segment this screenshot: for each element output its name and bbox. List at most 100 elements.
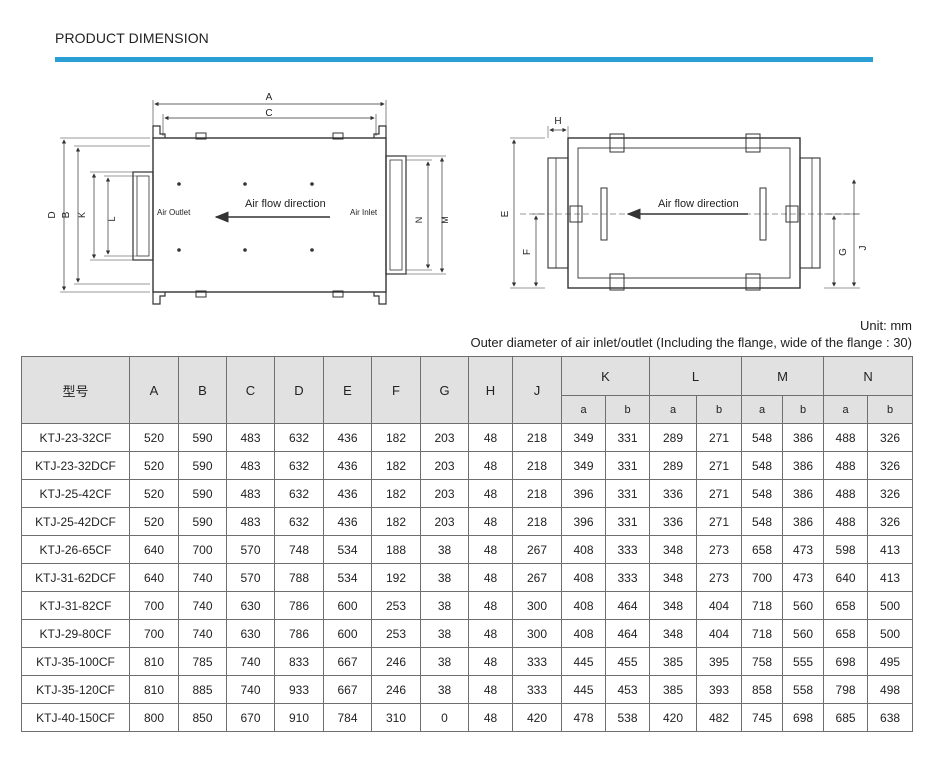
col-header-h: H	[468, 356, 513, 424]
table-cell: 408	[561, 619, 606, 648]
table-cell: 273	[696, 563, 743, 592]
table-cell: 271	[696, 507, 743, 536]
col-header-f: F	[371, 356, 421, 424]
table-cell: 473	[782, 563, 825, 592]
left-drawing	[60, 100, 446, 305]
table-cell: 558	[782, 675, 825, 704]
col-header-n: N	[823, 356, 914, 396]
table-cell: 436	[323, 451, 372, 480]
model-cell: KTJ-26-65CF	[21, 535, 130, 564]
table-cell: 632	[274, 423, 324, 452]
model-cell: KTJ-25-42DCF	[21, 507, 130, 536]
table-cell: 348	[649, 563, 698, 592]
table-cell: 246	[371, 647, 421, 676]
table-cell: 420	[512, 703, 562, 732]
dim-b-label: B	[61, 211, 72, 218]
table-cell: 548	[741, 507, 784, 536]
subheader-k-a: a	[561, 395, 606, 424]
model-cell: KTJ-23-32CF	[21, 423, 130, 452]
table-cell: 267	[512, 535, 562, 564]
table-cell: 700	[129, 619, 179, 648]
table-cell: 203	[420, 423, 469, 452]
table-cell: 48	[468, 479, 513, 508]
table-cell: 48	[468, 675, 513, 704]
dim-n-label: N	[414, 217, 424, 224]
table-cell: 833	[274, 647, 324, 676]
col-header-k: K	[560, 356, 651, 396]
dimension-drawings: A C D B K L N M Air Outlet Air Inlet Air…	[47, 92, 869, 305]
col-header-g: G	[420, 356, 469, 424]
table-cell: 632	[274, 507, 324, 536]
table-cell: 203	[420, 507, 469, 536]
flow-direction-label-left: Air flow direction	[245, 198, 326, 210]
table-cell: 310	[371, 703, 421, 732]
col-header-model: 型号	[21, 356, 130, 424]
model-cell: KTJ-40-150CF	[21, 703, 130, 732]
table-cell: 590	[178, 423, 227, 452]
table-cell: 698	[782, 703, 825, 732]
table-cell: 348	[649, 619, 698, 648]
subheader-k-b: b	[604, 395, 651, 424]
table-cell: 271	[696, 451, 743, 480]
table-cell: 600	[323, 591, 372, 620]
table-cell: 548	[741, 423, 784, 452]
table-cell: 445	[561, 647, 606, 676]
outer-diameter-note: Outer diameter of air inlet/outlet (Incl…	[470, 335, 912, 350]
table-cell: 488	[823, 423, 869, 452]
table-cell: 48	[468, 535, 513, 564]
table-cell: 336	[649, 479, 698, 508]
table-cell: 786	[274, 619, 324, 648]
table-cell: 640	[129, 563, 179, 592]
air-outlet-label: Air Outlet	[157, 208, 191, 217]
table-cell: 48	[468, 703, 513, 732]
table-cell: 788	[274, 563, 324, 592]
table-cell: 182	[371, 451, 421, 480]
flow-direction-label-right: Air flow direction	[658, 198, 739, 210]
table-cell: 404	[696, 619, 743, 648]
table-cell: 331	[604, 479, 651, 508]
table-cell: 590	[178, 507, 227, 536]
table-cell: 534	[323, 535, 372, 564]
table-cell: 745	[741, 703, 784, 732]
table-cell: 638	[867, 703, 914, 732]
table-cell: 473	[782, 535, 825, 564]
table-cell: 48	[468, 451, 513, 480]
table-cell: 48	[468, 647, 513, 676]
table-cell: 300	[512, 619, 562, 648]
table-cell: 218	[512, 479, 562, 508]
table-cell: 667	[323, 675, 372, 704]
table-cell: 798	[823, 675, 869, 704]
table-cell: 386	[782, 507, 825, 536]
table-cell: 658	[823, 591, 869, 620]
unit-note: Unit: mm	[860, 318, 912, 333]
table-cell: 38	[420, 675, 469, 704]
table-cell: 500	[867, 591, 914, 620]
table-cell: 632	[274, 451, 324, 480]
table-cell: 810	[129, 675, 179, 704]
table-cell: 408	[561, 591, 606, 620]
table-cell: 640	[129, 535, 179, 564]
table-cell: 658	[741, 535, 784, 564]
table-cell: 670	[226, 703, 275, 732]
table-cell: 858	[741, 675, 784, 704]
col-header-b: B	[178, 356, 227, 424]
table-cell: 520	[129, 423, 179, 452]
table-cell: 271	[696, 479, 743, 508]
table-cell: 349	[561, 423, 606, 452]
table-cell: 658	[823, 619, 869, 648]
dim-k-label: K	[77, 212, 87, 218]
table-cell: 326	[867, 479, 914, 508]
table-cell: 483	[226, 479, 275, 508]
table-cell: 740	[178, 563, 227, 592]
table-cell: 495	[867, 647, 914, 676]
col-header-j: J	[512, 356, 562, 424]
table-cell: 698	[823, 647, 869, 676]
subheader-l-a: a	[649, 395, 698, 424]
col-header-c: C	[226, 356, 275, 424]
